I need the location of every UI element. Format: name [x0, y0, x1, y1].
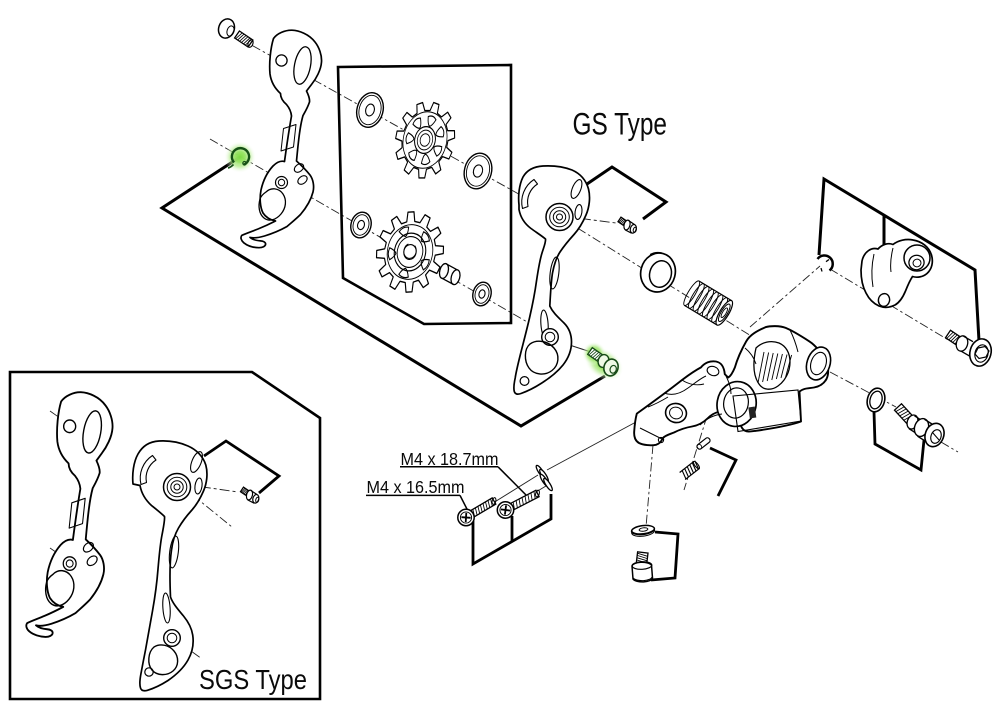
svg-text:M4 x 16.5mm: M4 x 16.5mm	[367, 477, 465, 497]
svg-text:SGS Type: SGS Type	[199, 663, 307, 695]
svg-text:GS Type: GS Type	[573, 105, 667, 141]
svg-text:M4 x 18.7mm: M4 x 18.7mm	[401, 449, 499, 469]
